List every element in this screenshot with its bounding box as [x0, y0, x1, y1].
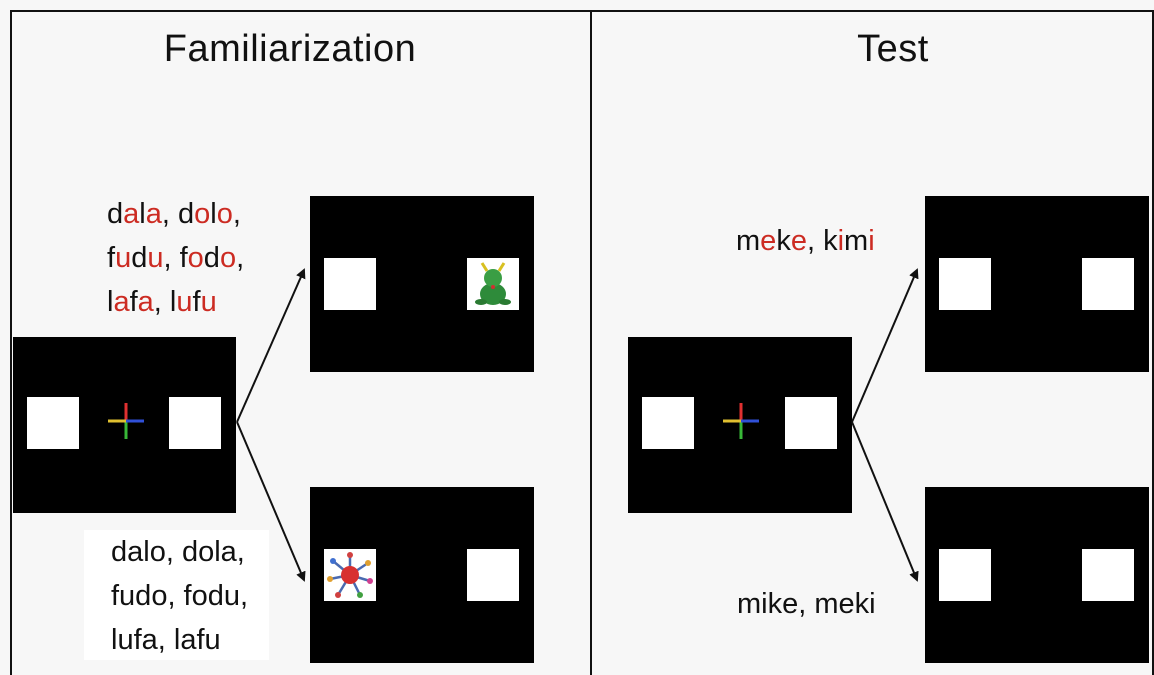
word-text: f	[107, 242, 116, 274]
word-text: k	[776, 225, 791, 257]
highlighted-letter: i	[837, 225, 845, 257]
right-slot	[467, 549, 519, 601]
arrow-to-top-outcome	[236, 268, 306, 423]
bottom-outcome-screen	[310, 487, 534, 663]
highlighted-letter: o	[194, 198, 211, 230]
left-slot-with-toy	[324, 549, 376, 601]
colored-cross-icon	[723, 403, 759, 439]
highlighted-letter: u	[176, 286, 193, 318]
word-text: f	[192, 286, 201, 318]
word-text: , k	[806, 225, 838, 257]
highlighted-letter: e	[790, 225, 807, 257]
left-slot	[939, 549, 991, 601]
word-label-background	[84, 530, 269, 660]
highlighted-letter: o	[187, 242, 204, 274]
right-slot	[1082, 549, 1134, 601]
word-text: , f	[163, 242, 188, 274]
word-text: f	[129, 286, 138, 318]
test-title: Test	[857, 28, 929, 70]
test-bottom-words: mike, meki	[737, 588, 876, 620]
left-slot	[642, 397, 694, 449]
fixation-screen	[13, 337, 236, 513]
highlighted-letter: i	[868, 225, 875, 257]
word-text: l	[107, 286, 114, 318]
highlighted-letter: u	[115, 242, 132, 274]
word-text: m	[844, 225, 869, 257]
word-line: fudo, fodu,	[111, 580, 249, 612]
highlighted-letter: u	[200, 286, 217, 318]
familiarization-title: Familiarization	[163, 28, 417, 70]
word-line: lufa, lafu	[111, 624, 221, 656]
word-text: l	[210, 198, 217, 230]
highlighted-letter: o	[216, 198, 233, 230]
left-slot	[939, 258, 991, 310]
word-line: fudu, fodo,	[107, 236, 244, 280]
test-panel	[590, 10, 1154, 675]
word-line: lafa, lufu	[107, 280, 244, 324]
word-line: dala, dolo,	[107, 192, 244, 236]
spiky-ball-toy-icon	[327, 552, 373, 598]
test-top-words: meke, kimi	[736, 219, 875, 263]
highlighted-letter: a	[113, 286, 130, 318]
right-slot	[1082, 258, 1134, 310]
word-text: d	[131, 242, 148, 274]
familiarization-top-words: dala, dolo,fudu, fodo,lafa, lufu	[107, 192, 244, 324]
right-slot	[785, 397, 837, 449]
word-line: dalo, dola,	[111, 536, 245, 568]
test-top-outcome-screen	[925, 196, 1149, 372]
right-slot-with-toy	[467, 258, 519, 310]
arrow-to-test-bottom-outcome	[851, 421, 919, 582]
word-text: , d	[161, 198, 195, 230]
highlighted-letter: u	[147, 242, 164, 274]
top-outcome-screen	[310, 196, 534, 372]
highlighted-letter: e	[760, 225, 777, 257]
green-toy-icon	[475, 262, 511, 305]
word-text: , l	[153, 286, 177, 318]
word-text: d	[107, 198, 124, 230]
highlighted-letter: a	[137, 286, 154, 318]
left-slot	[27, 397, 79, 449]
arrow-to-bottom-outcome	[236, 421, 306, 582]
arrow-to-test-top-outcome	[851, 268, 919, 423]
word-text: l	[139, 198, 146, 230]
word-text: d	[203, 242, 220, 274]
right-slot	[169, 397, 221, 449]
word-text: ,	[232, 198, 241, 230]
highlighted-letter: a	[123, 198, 140, 230]
test-fixation-screen	[628, 337, 852, 513]
colored-cross-icon	[108, 403, 144, 439]
word-text: ,	[236, 242, 245, 274]
test-bottom-outcome-screen	[925, 487, 1149, 663]
familiarization-panel	[10, 10, 592, 675]
word-text: m	[736, 225, 761, 257]
highlighted-letter: o	[219, 242, 237, 274]
familiarization-bottom-words: dalo, dola, fudo, fodu, lufa, lafu	[111, 530, 248, 662]
left-slot	[324, 258, 376, 310]
highlighted-letter: a	[145, 198, 162, 230]
